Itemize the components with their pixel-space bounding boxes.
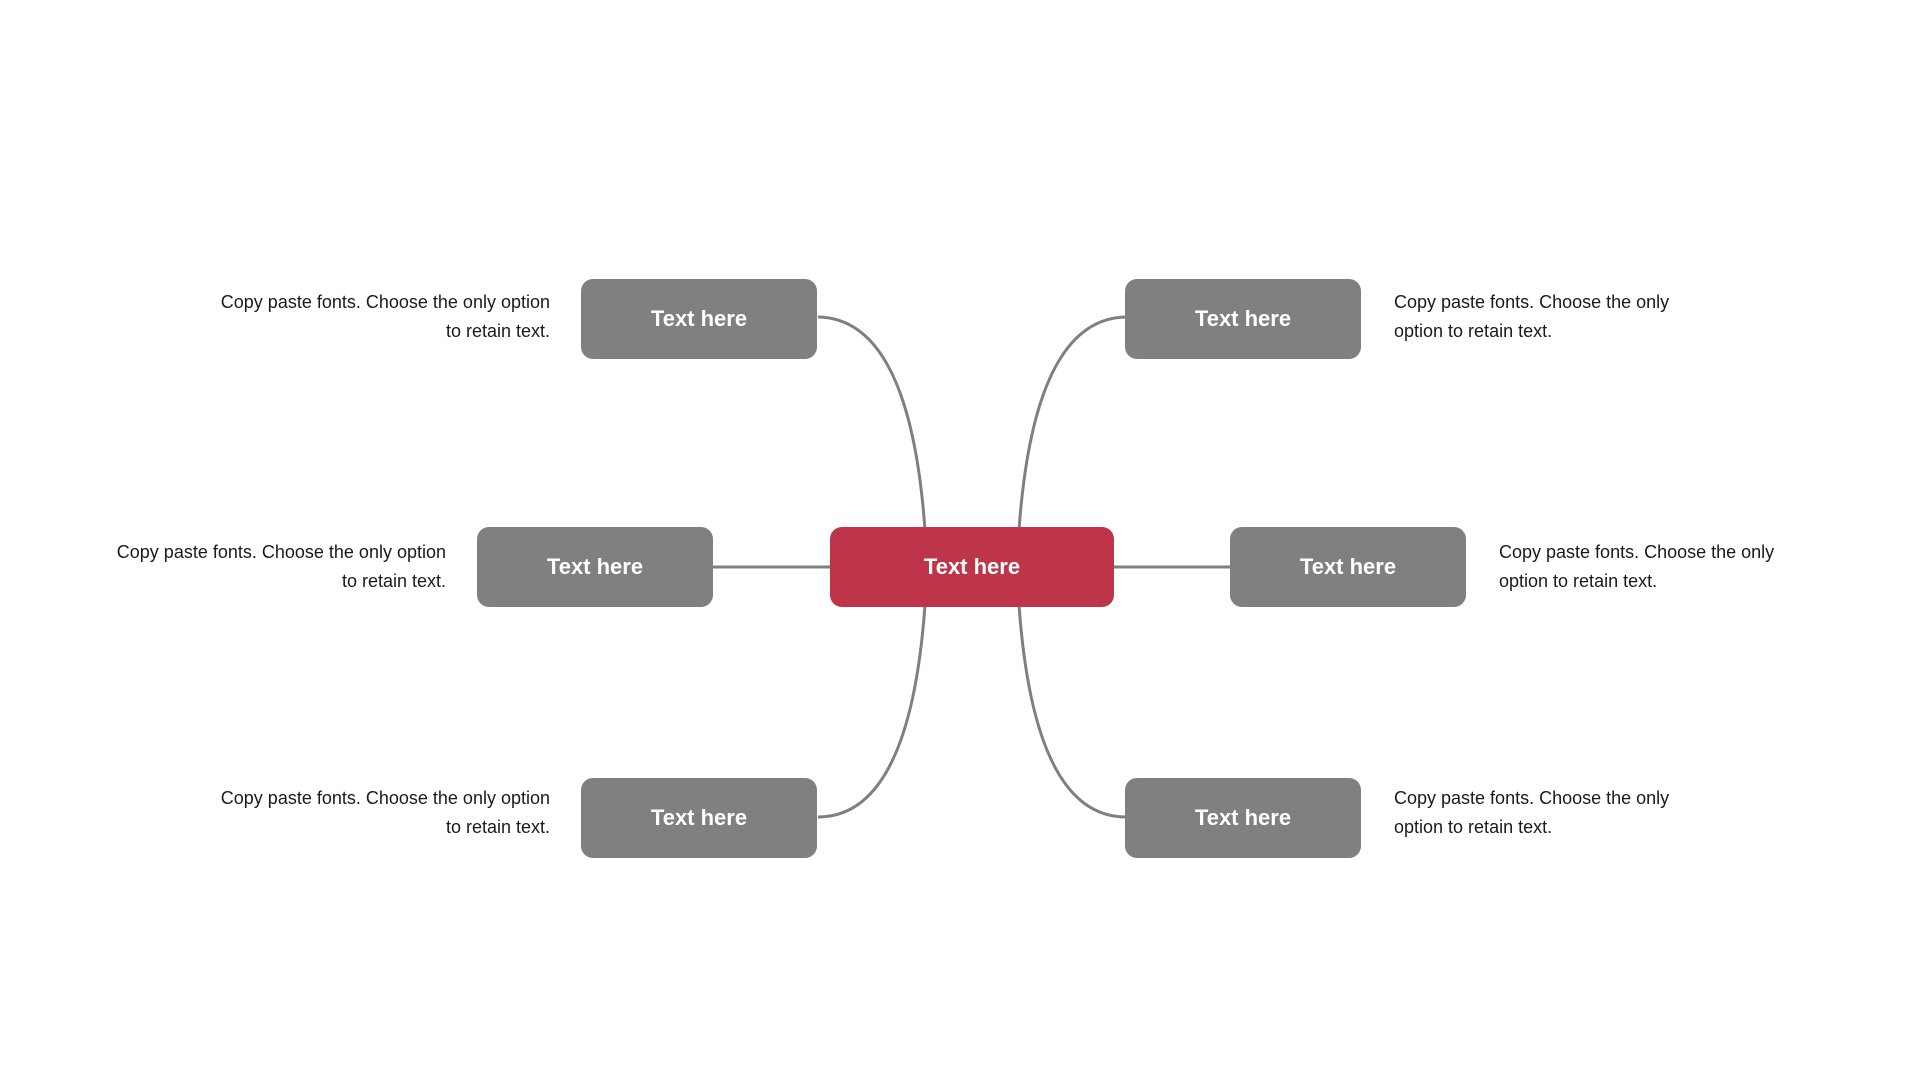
branch-node-label: Text here: [650, 306, 748, 331]
description-middle-right: Copy paste fonts. Choose the only option…: [1499, 542, 1775, 591]
description-middle-left: Copy paste fonts. Choose the only option…: [116, 542, 446, 591]
branch-node-bottom-left[interactable]: Text here: [581, 778, 817, 858]
center-node-label: Text here: [923, 554, 1021, 579]
branch-node-label: Text here: [650, 805, 748, 830]
center-node[interactable]: Text here: [830, 527, 1114, 607]
branch-node-top-right[interactable]: Text here: [1125, 279, 1361, 359]
connector-bottom-right: [1017, 604, 1127, 819]
connector-top-right: [1017, 315, 1127, 531]
branch-node-bottom-right[interactable]: Text here: [1125, 778, 1361, 858]
branch-node-label: Text here: [1194, 306, 1292, 331]
branch-node-middle-left[interactable]: Text here: [477, 527, 713, 607]
branch-node-middle-right[interactable]: Text here: [1230, 527, 1466, 607]
description-top-right: Copy paste fonts. Choose the only option…: [1394, 292, 1670, 341]
connector-top-left: [817, 315, 927, 531]
branch-node-label: Text here: [1194, 805, 1292, 830]
branch-node-label: Text here: [1299, 554, 1397, 579]
description-bottom-left: Copy paste fonts. Choose the only option…: [220, 788, 550, 837]
connector-bottom-left: [817, 604, 927, 819]
branch-node-top-left[interactable]: Text here: [581, 279, 817, 359]
description-bottom-right: Copy paste fonts. Choose the only option…: [1394, 788, 1670, 837]
description-top-left: Copy paste fonts. Choose the only option…: [220, 292, 550, 341]
branch-node-label: Text here: [546, 554, 644, 579]
